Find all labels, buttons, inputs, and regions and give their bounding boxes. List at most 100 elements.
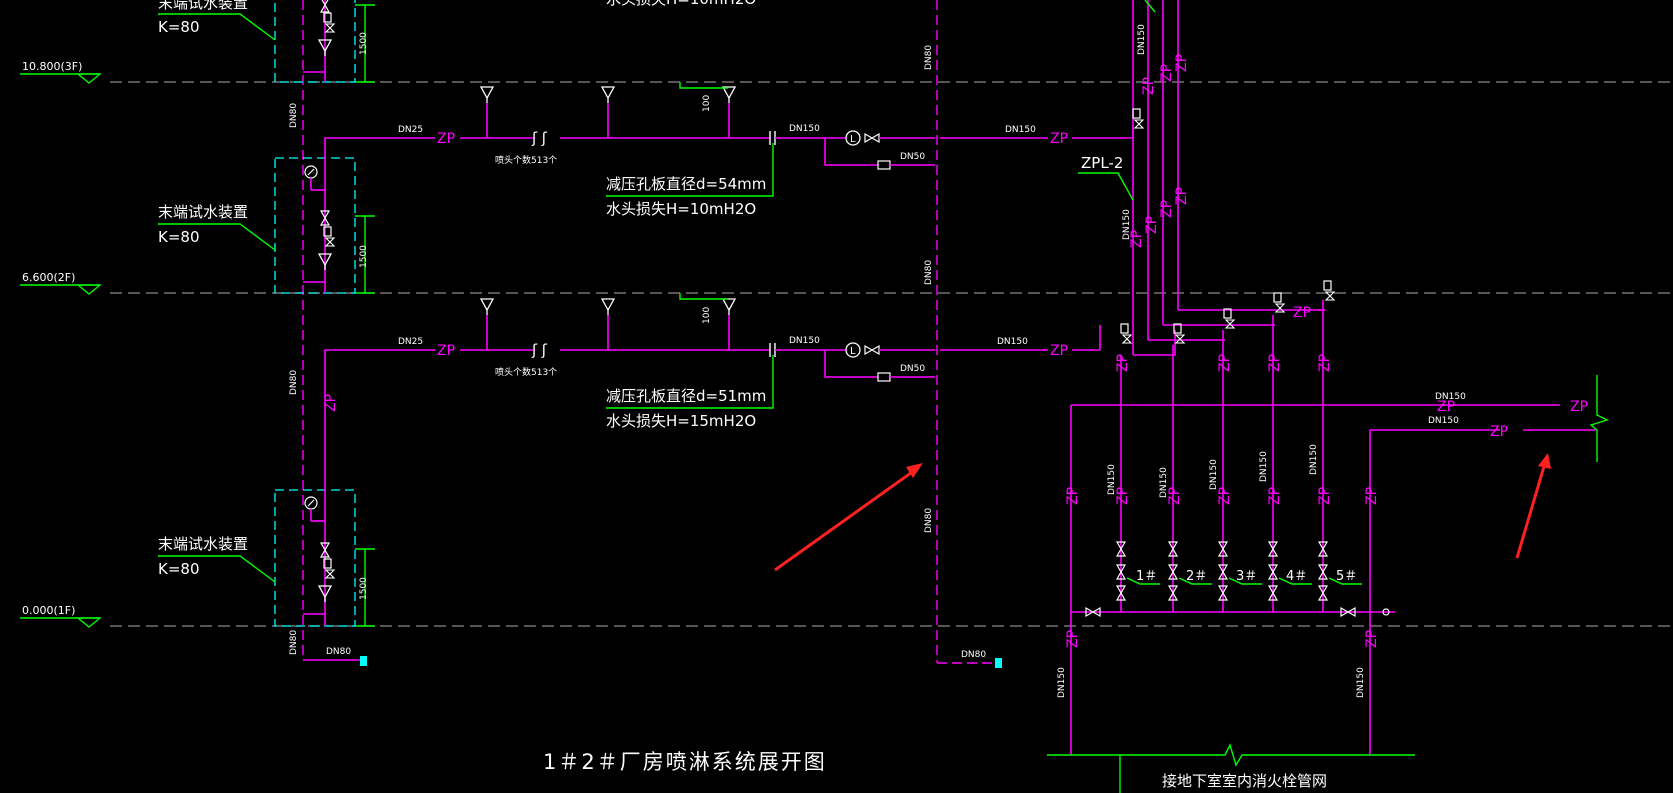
test-device-k: K=80	[158, 18, 200, 36]
test-device-label: 末端试水装置	[158, 535, 248, 553]
test-device-1f: 1500 末端试水装置 K=80 ZP	[158, 380, 375, 627]
spacing-label: 100	[702, 307, 712, 324]
pipe-code-label: ZP	[1293, 305, 1311, 321]
level-marker-3f: 10.800(3F)	[20, 60, 102, 84]
drawing-title: 1＃2＃厂房喷淋系统展开图	[543, 750, 827, 774]
pipe-code-label: ZP	[1490, 424, 1508, 440]
right-size-label: DN150	[997, 337, 1028, 347]
sprinkler-count-label: 喷头个数513个	[495, 154, 557, 166]
pipe-code-label: ZP	[1217, 354, 1233, 372]
level-marker-2f: 6.600(2F)	[20, 271, 102, 295]
bypass-size-label: DN50	[900, 152, 925, 162]
pipe-size-label: DN80	[289, 630, 299, 655]
head-loss-label: 水头损失H=15mH2O	[606, 412, 756, 430]
pipe-code-label: ZP	[1159, 200, 1175, 218]
pipe-code-label: ZP	[1364, 630, 1380, 648]
ground-connection: 接地下室室内消火栓管网	[1047, 743, 1415, 793]
pipe-code-label: ZP	[1050, 343, 1068, 359]
bypass-size-label: DN50	[900, 364, 925, 374]
pipe-code-label: ZP	[1174, 54, 1190, 72]
svg-text:ʃ ʃ: ʃ ʃ	[531, 341, 548, 359]
valve-group-label: 3＃	[1236, 569, 1257, 584]
pipe-size-label: DN80	[289, 370, 299, 395]
pipe-size-label: DN150	[1159, 467, 1169, 498]
branch-size-label: DN25	[398, 125, 423, 135]
pipe-code-label: ZP	[1317, 487, 1333, 505]
pipe-code-label: ZP	[1115, 354, 1131, 372]
inlet-size-label: DN150	[1428, 416, 1459, 426]
pipe-code-label: ZP	[437, 343, 455, 359]
pipe-code-label: ZP	[1167, 487, 1183, 505]
pipe-code-label: ZP	[1115, 487, 1131, 505]
orifice-label: 减压孔板直径d=54mm	[606, 175, 766, 193]
svg-text:ʃ ʃ: ʃ ʃ	[531, 129, 548, 147]
orifice-label: 减压孔板直径d=51mm	[606, 387, 766, 405]
pipe-size-label: DN150	[1107, 464, 1117, 495]
pipe-code-label: ZP	[1217, 487, 1233, 505]
sprinkler-count-label: 喷头个数513个	[495, 366, 557, 378]
drain-size-label: DN80	[961, 650, 986, 660]
pipe-size-label: DN150	[1122, 209, 1132, 240]
right-riser-bundle: DN150 ZP ZP ZP ZP ZP ZP ZP DN150 ZPL-2 Z…	[1078, 0, 1335, 356]
spacing-label: 100	[702, 95, 712, 112]
test-device-2f: 1500 末端试水装置 K=80	[158, 157, 375, 294]
pipe-code-label: ZP	[1267, 487, 1283, 505]
pipe-code-label: ZP	[1364, 487, 1380, 505]
test-device-k: K=80	[158, 560, 200, 578]
pipe-size-label: DN80	[924, 45, 934, 70]
pipe-code-label: ZP	[1174, 187, 1190, 205]
pipe-size-label: DN80	[289, 103, 299, 128]
drain-size-label: DN80	[326, 647, 351, 657]
pipe-code-label: ZP	[1065, 630, 1081, 648]
pipe-size-label: DN80	[924, 260, 934, 285]
drain-outlet-icon	[360, 656, 367, 666]
valve-group-label: 4＃	[1286, 569, 1307, 584]
floor-row-1: DN25 ZP ʃ ʃ 100 喷头个数513个 DN150 DN50 减压孔板…	[324, 82, 1133, 218]
main-size-label: DN150	[789, 336, 820, 346]
pipe-code-label: ZP	[1437, 399, 1455, 415]
annotation-arrows	[774, 453, 1551, 572]
test-device-label: 末端试水装置	[158, 0, 248, 12]
pipe-code-label: ZP	[1570, 399, 1588, 415]
device-height-label: 1500	[359, 245, 369, 268]
pipe-size-label: DN150	[1209, 459, 1219, 490]
branch-size-label: DN25	[398, 337, 423, 347]
test-device-k: K=80	[158, 228, 200, 246]
pipe-code-label: ZP	[1065, 487, 1081, 505]
pipe-code-label: ZP	[1144, 216, 1160, 234]
header-size-label: DN150	[1435, 392, 1466, 402]
level-label: 10.800(3F)	[22, 60, 82, 73]
pipe-code-label: ZP	[323, 394, 339, 412]
pipe-size-label: DN80	[924, 508, 934, 533]
pipe-size-label: DN150	[1137, 24, 1147, 55]
pipe-code-label: ZP	[1317, 354, 1333, 372]
right-size-label: DN150	[1005, 125, 1036, 135]
pipe-code-label: ZP	[1050, 131, 1068, 147]
pipe-code-label: ZP	[1141, 77, 1157, 95]
level-marker-1f: 0.000(1F)	[20, 604, 102, 628]
pipe-code-label: ZP	[1267, 354, 1283, 372]
pipe-size-label: DN150	[1356, 667, 1366, 698]
level-label: 6.600(2F)	[22, 271, 75, 284]
arrow-head-icon	[906, 463, 923, 478]
device-height-label: 1500	[359, 577, 369, 600]
pipe-code-label: ZP	[1129, 230, 1145, 248]
riser-label: ZPL-2	[1081, 154, 1123, 172]
level-lines	[110, 81, 1673, 627]
drain-outlet-icon	[995, 658, 1002, 668]
center-drain-riser: DN80 DN80 DN80 DN80	[924, 0, 1002, 668]
valve-group-label: 5＃	[1336, 569, 1357, 584]
test-device-label: 末端试水装置	[158, 203, 248, 221]
valve-group-label: 1＃	[1136, 569, 1157, 584]
top-partial-text: 水头损失H=10mH2O	[606, 0, 756, 8]
pipe-size-label: DN150	[1309, 444, 1319, 475]
bottom-note: 接地下室室内消火栓管网	[1162, 772, 1327, 790]
head-loss-label: 水头损失H=10mH2O	[606, 200, 756, 218]
device-height-label: 1500	[359, 32, 369, 55]
pipe-code-label: ZP	[1159, 64, 1175, 82]
valve-group-label: 2＃	[1186, 569, 1207, 584]
test-device-3f: 1500 末端试水装置 K=80	[158, 0, 375, 83]
arrow-head-icon	[1538, 453, 1551, 469]
main-size-label: DN150	[789, 124, 820, 134]
